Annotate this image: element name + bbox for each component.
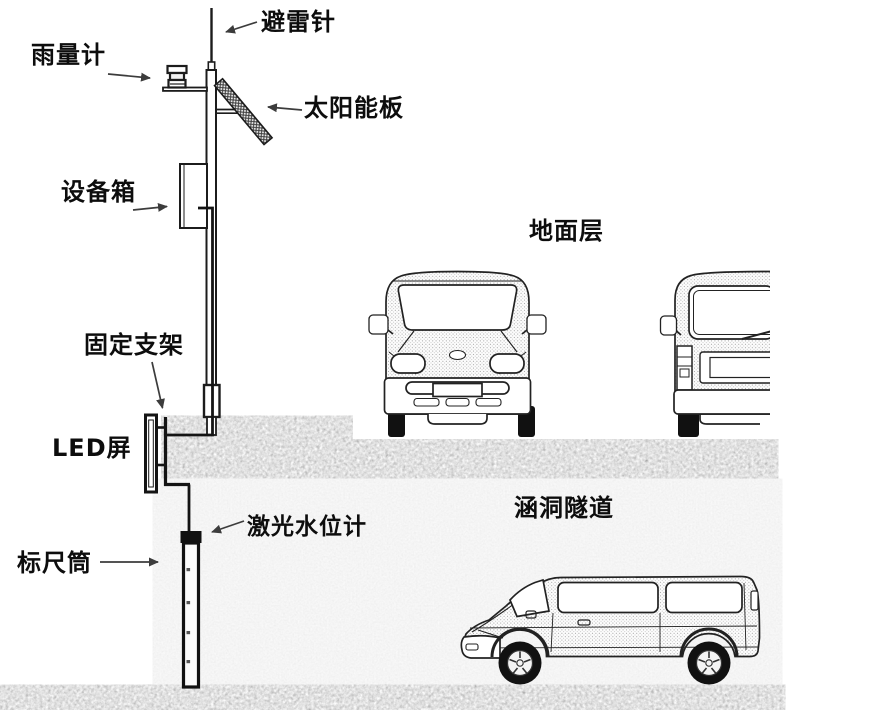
label-solar-panel: 太阳能板 [304,94,404,122]
van-rear-mirror [659,315,682,336]
label-ruler-tube: 标尺筒 [17,549,92,577]
van-side-rear-wheel [687,641,731,685]
van-rear-license-plate [709,356,770,379]
leader-arrows [100,21,303,567]
van-front-headlight-left [390,353,426,374]
van-side-bumper [460,634,501,659]
tunnel-corner-edge [163,417,190,487]
van-side-mirror [525,610,537,619]
arrow-equipment-box [132,202,168,212]
label-laser-water-level-meter: 激光水位计 [247,514,367,540]
van-front-mirror-left [368,314,394,335]
lightning-rod [207,8,216,71]
led-screen [144,413,167,494]
arrow-lightning-rod [225,21,258,34]
van-side-windshield [509,578,550,618]
label-rain-gauge: 雨量计 [31,41,106,69]
van-side-door-handle [577,619,591,626]
rain-gauge [162,64,208,92]
arrow-solar-panel [267,103,303,113]
tunnel-floor-band [0,685,770,710]
cable-run-upper [165,206,214,437]
van-side-window-1 [557,581,659,614]
van-front-view [368,270,547,437]
label-equipment-box: 设备箱 [61,178,136,206]
van-front-headlight-right [489,353,525,374]
van-side-view [460,575,761,685]
van-side-window-2 [665,581,743,614]
van-rear-view [659,270,770,437]
arrow-laser-meter [211,520,245,534]
van-side-taillight [750,590,759,611]
label-ground-level: 地面层 [529,217,604,245]
arrow-rain-gauge [107,72,151,82]
van-rear-wiper [741,330,770,340]
van-front-mirror-right [521,314,547,335]
arrow-fixed-bracket [151,361,165,409]
label-lightning-rod: 避雷针 [261,8,336,36]
solar-panel [213,77,274,146]
label-culvert-tunnel: 涵洞隧道 [514,494,614,522]
label-led-screen: LED屏 [52,434,132,462]
monitoring-pole-assembly [162,8,274,531]
ruler-tube [181,541,201,689]
van-side-front-wheel [498,641,542,685]
laser-water-level-meter [180,531,202,543]
label-fixed-bracket: 固定支架 [84,331,184,359]
van-rear-taillight [676,345,693,391]
curb-ground-band [165,417,349,483]
road-ground-band [349,440,770,483]
laser-level-station [180,531,202,689]
equipment-box [179,163,208,229]
